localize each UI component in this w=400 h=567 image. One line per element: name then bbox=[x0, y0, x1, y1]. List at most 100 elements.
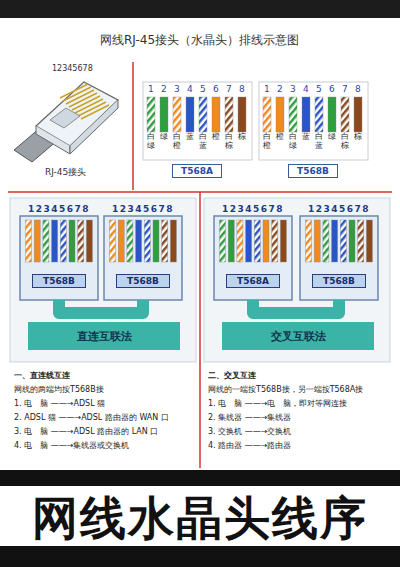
pin-numbers: 12345678 bbox=[214, 204, 292, 215]
wire-color: 白蓝 bbox=[199, 133, 207, 151]
wire bbox=[228, 220, 234, 262]
standard-label: T568B bbox=[32, 274, 86, 288]
wire-color: 橙 bbox=[276, 133, 284, 142]
wire-color: 白蓝 bbox=[315, 133, 323, 151]
note-text: 1. 电 脑 ——→ADSL 猫 bbox=[14, 398, 105, 409]
plug-side bbox=[36, 126, 70, 154]
wire bbox=[263, 220, 269, 262]
method-band: 直连互联法 bbox=[28, 322, 180, 350]
wire bbox=[78, 220, 84, 262]
pin-number: 4 bbox=[187, 84, 193, 94]
wire bbox=[136, 220, 142, 262]
plug-body bbox=[104, 216, 182, 300]
wire bbox=[332, 220, 338, 262]
wire bbox=[69, 220, 75, 262]
wire-color: 绿 bbox=[160, 133, 168, 142]
note-text: 网线的两端均按T568B接 bbox=[14, 384, 104, 395]
note-text: 一、直连线互连 bbox=[14, 370, 70, 381]
wire bbox=[26, 220, 32, 262]
method-band: 交叉互联法 bbox=[222, 322, 374, 350]
method-name: 直连互联法 bbox=[77, 329, 132, 344]
wire bbox=[323, 220, 329, 262]
wire bbox=[328, 97, 336, 132]
wire bbox=[302, 97, 310, 132]
wire-frame bbox=[143, 82, 252, 160]
wire bbox=[237, 220, 243, 262]
wire bbox=[272, 220, 278, 262]
wire bbox=[60, 220, 66, 262]
wire bbox=[220, 220, 226, 262]
pin-number: 8 bbox=[239, 84, 245, 94]
plug-box: 12345678T568A bbox=[214, 204, 292, 300]
wire bbox=[127, 220, 133, 262]
plug-box: 12345678T568B bbox=[104, 204, 182, 300]
pin-number: 1 bbox=[148, 84, 154, 94]
standard-name: T568A bbox=[181, 166, 213, 176]
standard-box: T568B bbox=[288, 164, 338, 178]
cable bbox=[59, 300, 143, 313]
wire bbox=[341, 97, 349, 132]
wire bbox=[144, 220, 150, 262]
wire-color: 白棕 bbox=[341, 133, 349, 151]
part-name: RJ-45接头 bbox=[45, 166, 86, 179]
note-text: 1. 电 脑 ——→电 脑，即对等网连接 bbox=[208, 398, 347, 409]
wire bbox=[52, 220, 58, 262]
wire bbox=[199, 97, 207, 132]
wire bbox=[162, 220, 168, 262]
note-text: 3. 交换机 ——→交换机 bbox=[208, 426, 291, 437]
banner-title: 网线水晶头线序 bbox=[32, 488, 368, 550]
pin-number: 3 bbox=[174, 84, 180, 94]
wire bbox=[306, 220, 312, 262]
wire bbox=[349, 220, 355, 262]
wire-color: 白绿 bbox=[289, 133, 297, 151]
note-text: 4. 路由器 ——→路由器 bbox=[208, 440, 291, 451]
wire-color: 白绿 bbox=[147, 133, 155, 151]
wire-color: 棕 bbox=[354, 133, 362, 142]
note-text: 4. 电 脑 ——→集线器或交换机 bbox=[14, 440, 129, 451]
wire bbox=[354, 97, 362, 132]
wire bbox=[315, 97, 323, 132]
pin-number: 6 bbox=[329, 84, 335, 94]
wire bbox=[34, 220, 40, 262]
pin-number: 8 bbox=[355, 84, 361, 94]
cable bbox=[253, 300, 339, 313]
top-banner bbox=[0, 0, 400, 18]
wire bbox=[212, 97, 220, 132]
wire bbox=[110, 220, 116, 262]
wire bbox=[340, 220, 346, 262]
wire bbox=[254, 220, 260, 262]
wire-color: 蓝 bbox=[186, 133, 194, 142]
pin-number: 5 bbox=[316, 84, 322, 94]
wire bbox=[263, 97, 271, 132]
wire-frame bbox=[259, 82, 368, 160]
wire bbox=[118, 220, 124, 262]
plug-body bbox=[300, 216, 378, 300]
wire bbox=[238, 97, 246, 132]
pin-numbers: 12345678 bbox=[52, 64, 93, 73]
note-text: 网线的一端按T568B接，另一端按T568A接 bbox=[208, 384, 363, 395]
pin-number: 3 bbox=[290, 84, 296, 94]
wire-color: 白棕 bbox=[225, 133, 233, 151]
pin-numbers: 12345678 bbox=[300, 204, 378, 215]
plug-box: 12345678T568B bbox=[20, 204, 98, 300]
wire-color: 绿 bbox=[328, 133, 336, 142]
diagram-title: 网线RJ-45接头（水晶头）排线示意图 bbox=[100, 32, 299, 49]
pin-numbers: 12345678 bbox=[20, 204, 98, 215]
bottom-band bbox=[0, 470, 400, 567]
wire bbox=[173, 97, 181, 132]
pin-number: 6 bbox=[213, 84, 219, 94]
pin-number: 7 bbox=[226, 84, 232, 94]
wire-color: 白橙 bbox=[173, 133, 181, 151]
standard-label: T568A bbox=[226, 274, 280, 288]
wire bbox=[225, 97, 233, 132]
plug-body bbox=[214, 216, 292, 300]
wire bbox=[153, 220, 159, 262]
divider-line bbox=[199, 192, 201, 468]
wire bbox=[170, 220, 176, 262]
pin-number: 2 bbox=[161, 84, 167, 94]
pin-number: 5 bbox=[200, 84, 206, 94]
wire bbox=[43, 220, 49, 262]
standard-label: T568B bbox=[312, 274, 366, 288]
panel bbox=[204, 198, 390, 362]
